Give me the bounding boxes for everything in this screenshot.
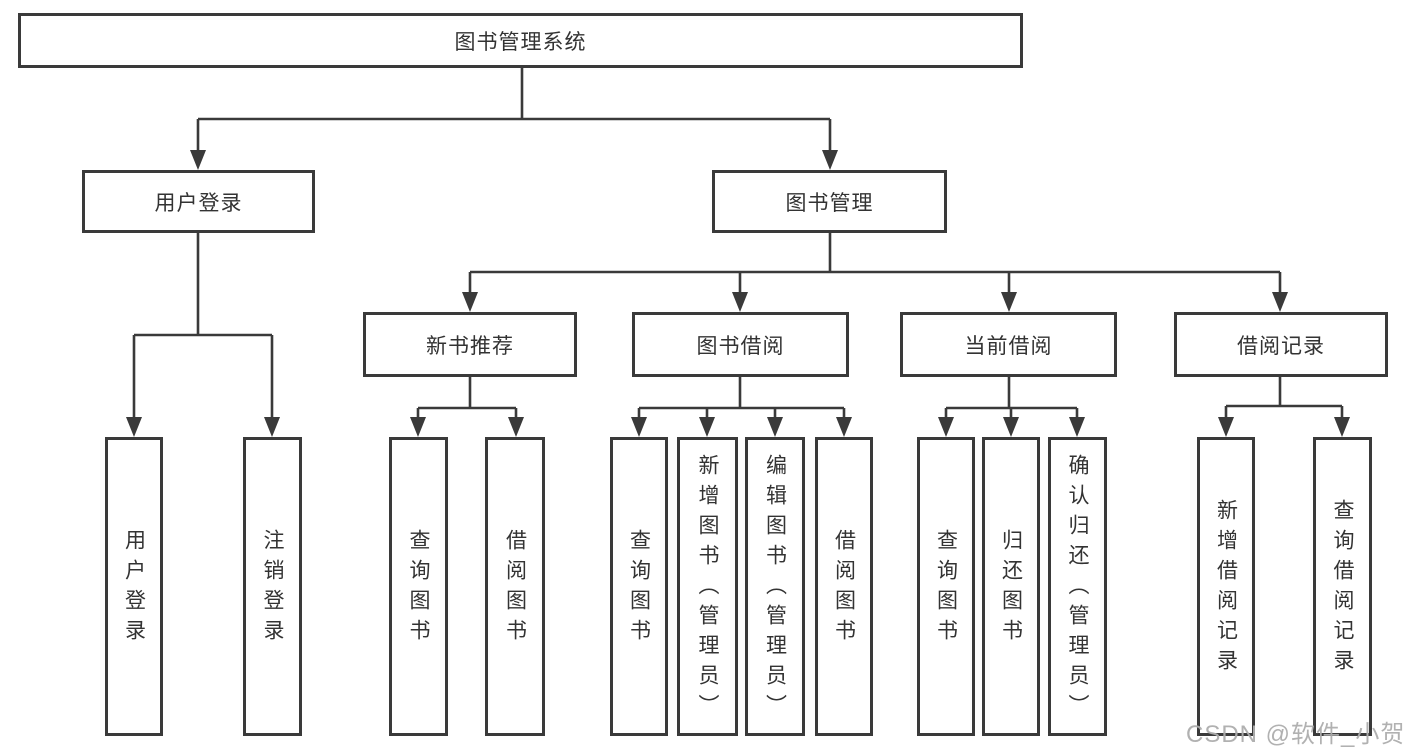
leaf-add-books-admin: 新增图书（管理员） xyxy=(677,437,738,736)
leaf-confirm-return-admin: 确认归还（管理员） xyxy=(1048,437,1107,736)
leaf-return-books: 归还图书 xyxy=(982,437,1040,736)
leaf-borrow-books-newbook: 借阅图书 xyxy=(485,437,545,736)
connector-newbook-to-leaves xyxy=(416,377,518,419)
leaf-query-books-borrow: 查询图书 xyxy=(610,437,668,736)
node-current-borrowing: 当前借阅 xyxy=(900,312,1117,377)
node-library-management-system: 图书管理系统 xyxy=(18,13,1023,68)
connector-root-to-level2 xyxy=(196,68,832,152)
leaf-query-books-current: 查询图书 xyxy=(917,437,975,736)
leaf-user-login: 用户登录 xyxy=(105,437,163,736)
leaf-query-books-newbook: 查询图书 xyxy=(389,437,448,736)
connector-bookborrow-to-leaves xyxy=(637,377,846,419)
connector-bookmgmt-to-level3 xyxy=(468,233,1282,294)
connector-borrowrecord-to-leaves xyxy=(1224,377,1344,419)
node-new-book-recommendation: 新书推荐 xyxy=(363,312,577,377)
node-user-login: 用户登录 xyxy=(82,170,315,233)
node-borrowing-records: 借阅记录 xyxy=(1174,312,1388,377)
node-book-borrowing: 图书借阅 xyxy=(632,312,849,377)
leaf-query-borrow-record: 查询借阅记录 xyxy=(1313,437,1372,736)
leaf-add-borrow-record: 新增借阅记录 xyxy=(1197,437,1255,736)
leaf-edit-books-admin: 编辑图书（管理员） xyxy=(745,437,805,736)
connector-userlogin-to-leaves xyxy=(132,233,274,419)
connector-currentborrow-to-leaves xyxy=(944,377,1079,419)
csdn-watermark: CSDN @软件_小贺同学 xyxy=(1186,721,1405,747)
node-book-management: 图书管理 xyxy=(712,170,947,233)
leaf-borrow-books: 借阅图书 xyxy=(815,437,873,736)
leaf-logout: 注销登录 xyxy=(243,437,302,736)
arrowheads xyxy=(126,150,1350,437)
